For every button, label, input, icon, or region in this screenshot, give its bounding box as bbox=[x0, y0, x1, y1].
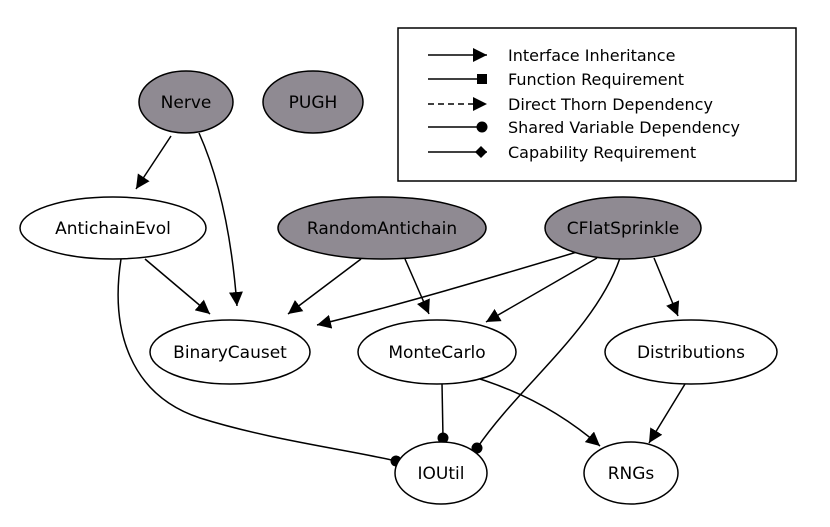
node-label: CFlatSprinkle bbox=[567, 219, 680, 239]
node-montecarlo[interactable]: MonteCarlo bbox=[357, 319, 517, 385]
edge-nerve-antichainevol bbox=[135, 135, 172, 190]
edges bbox=[117, 132, 686, 467]
node-label: RNGs bbox=[608, 464, 655, 484]
edge-nerve-binarycauset bbox=[198, 132, 243, 307]
edge-antichainevol-ioutil bbox=[117, 258, 402, 467]
edge-cflatsprinkle-ioutil bbox=[471, 257, 621, 454]
node-nerve[interactable]: Nerve bbox=[138, 70, 234, 134]
node-label: BinaryCauset bbox=[173, 343, 287, 363]
edge-montecarlo-ioutil bbox=[437, 382, 449, 444]
node-rngs[interactable]: RNGs bbox=[583, 441, 679, 505]
node-label: AntichainEvol bbox=[55, 219, 171, 239]
node-distributions[interactable]: Distributions bbox=[604, 319, 778, 385]
node-label: IOUtil bbox=[418, 464, 465, 484]
nodes: Nerve PUGH AntichainEvol RandomAntichain… bbox=[19, 70, 778, 505]
node-cflatsprinkle[interactable]: CFlatSprinkle bbox=[544, 196, 702, 260]
edge-cflatsprinkle-distributions bbox=[653, 257, 680, 317]
legend-label-interface-inheritance: Interface Inheritance bbox=[508, 46, 675, 65]
legend-item-interface-inheritance: Interface Inheritance bbox=[428, 46, 675, 65]
legend-label-direct-thorn-dependency: Direct Thorn Dependency bbox=[508, 95, 713, 114]
legend-item-shared-variable-dependency: Shared Variable Dependency bbox=[428, 118, 740, 137]
node-shape bbox=[138, 70, 234, 134]
edge-montecarlo-rngs bbox=[479, 378, 601, 447]
node-shape bbox=[262, 70, 364, 134]
node-label: MonteCarlo bbox=[388, 343, 485, 363]
node-pugh[interactable]: PUGH bbox=[262, 70, 364, 134]
node-shape bbox=[604, 319, 778, 385]
node-randomantichain[interactable]: RandomAntichain bbox=[277, 196, 487, 260]
node-shape bbox=[394, 441, 488, 505]
legend: Interface Inheritance Function Requireme… bbox=[397, 27, 797, 182]
edge-randomantichain-montecarlo bbox=[404, 258, 430, 315]
node-label: Distributions bbox=[637, 343, 745, 363]
edge-antichainevol-binarycauset bbox=[144, 258, 211, 315]
edge-cflatsprinkle-binarycauset bbox=[316, 251, 578, 329]
node-antichainevol[interactable]: AntichainEvol bbox=[19, 196, 207, 260]
legend-item-capability-requirement: Capability Requirement bbox=[428, 143, 696, 162]
node-label: RandomAntichain bbox=[307, 219, 457, 239]
node-shape bbox=[357, 319, 517, 385]
edge-distributions-rngs bbox=[648, 383, 686, 444]
node-label: Nerve bbox=[161, 93, 212, 113]
legend-label-function-requirement: Function Requirement bbox=[508, 70, 684, 89]
edge-cflatsprinkle-montecarlo bbox=[485, 257, 598, 323]
node-shape bbox=[544, 196, 702, 260]
legend-box bbox=[397, 27, 797, 182]
legend-item-function-requirement: Function Requirement bbox=[428, 70, 684, 89]
legend-label-capability-requirement: Capability Requirement bbox=[508, 143, 696, 162]
node-ioutil[interactable]: IOUtil bbox=[394, 441, 488, 505]
legend-item-direct-thorn-dependency: Direct Thorn Dependency bbox=[428, 95, 713, 114]
node-shape bbox=[583, 441, 679, 505]
node-binarycauset[interactable]: BinaryCauset bbox=[149, 319, 311, 385]
legend-label-shared-variable-dependency: Shared Variable Dependency bbox=[508, 118, 740, 137]
node-label: PUGH bbox=[289, 93, 338, 113]
node-shape bbox=[149, 319, 311, 385]
node-shape bbox=[19, 196, 207, 260]
node-shape bbox=[277, 196, 487, 260]
edge-randomantichain-binarycauset bbox=[287, 258, 362, 315]
